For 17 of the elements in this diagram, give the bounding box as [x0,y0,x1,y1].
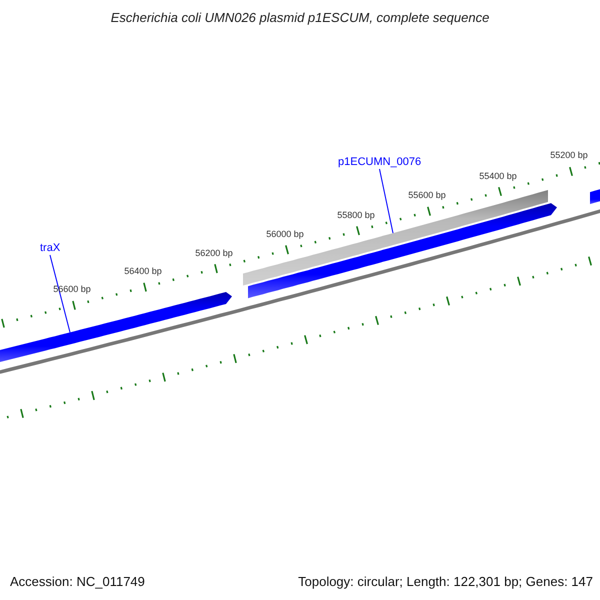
scale-label: 56400 bp [124,266,162,278]
scale-label: 55600 bp [408,190,446,202]
scale-label: 56000 bp [266,228,304,240]
gene-feature [243,190,548,286]
scale-label: 55800 bp [337,210,375,221]
gene-feature [248,203,557,298]
topology-text: Topology: circular; Length: 122,301 bp; Genes: 147 [298,574,593,590]
scale-label: 55200 bp [550,150,588,162]
gene-label: p1ECUMN_0076 [338,156,422,169]
leader-line [379,168,394,234]
title: Escherichia coli UMN026 plasmid p1ESCUM, complete sequence [110,10,490,25]
accession-text: Accession: NC_011749 [10,574,145,590]
gene-feature [0,292,232,364]
leader-line [50,254,70,333]
scale-label: 55400 bp [479,170,517,182]
scale-label: 56200 bp [195,248,233,259]
gene-label: traX [40,242,60,255]
